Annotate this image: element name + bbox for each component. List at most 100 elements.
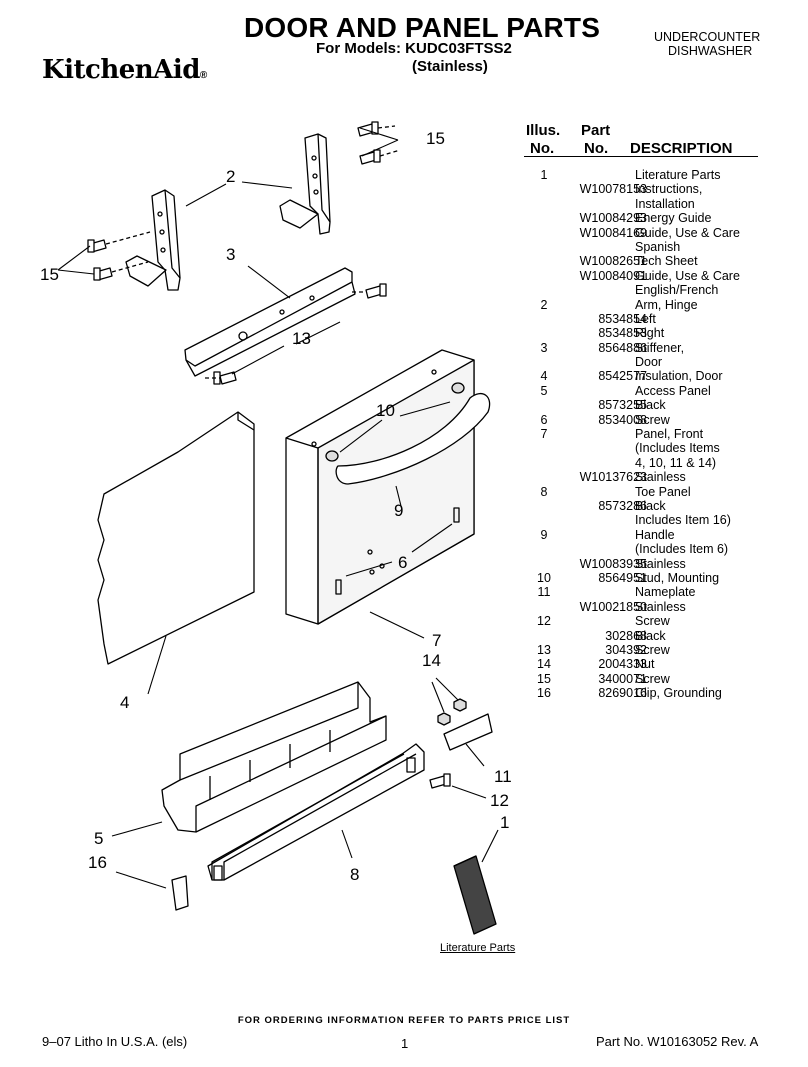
table-row: English/French xyxy=(520,283,790,297)
part-description: Stud, Mounting xyxy=(635,570,720,585)
ordering-note: FOR ORDERING INFORMATION REFER TO PARTS … xyxy=(237,1015,571,1026)
part-description: Screw xyxy=(635,614,670,629)
toe-panel xyxy=(207,743,425,881)
model-variant: (Stainless) xyxy=(412,58,488,75)
hinge-arm-right xyxy=(279,133,331,235)
part-description: Stainless xyxy=(635,470,686,485)
nuts-14 xyxy=(437,698,467,726)
page-number: 1 xyxy=(401,1036,409,1051)
part-description: Includes Item 16) xyxy=(635,513,731,528)
callout-3: 3 xyxy=(226,245,235,264)
screws-15 xyxy=(87,121,381,281)
part-number: W10084091 xyxy=(579,268,647,283)
callout-7: 7 xyxy=(432,631,441,650)
part-description: Black xyxy=(635,498,666,513)
part-number: 8542577 xyxy=(598,369,647,384)
part-description: Stiffener, xyxy=(635,340,685,355)
callout-1: 1 xyxy=(500,813,509,832)
part-number: 8269016 xyxy=(598,686,647,701)
part-description: Nameplate xyxy=(635,585,696,600)
screw-12 xyxy=(429,773,451,789)
col-header-illus-no: No. xyxy=(530,140,555,157)
door-handle xyxy=(335,393,491,485)
callout-16: 16 xyxy=(88,853,107,872)
door-stiffener xyxy=(184,267,356,377)
access-panel xyxy=(161,681,387,833)
part-number: 304392 xyxy=(605,642,647,657)
part-number: W10137623 xyxy=(579,470,647,485)
part-description: Screw xyxy=(635,412,670,427)
front-panel xyxy=(285,349,475,625)
leader-lines xyxy=(57,127,499,889)
table-row: (Includes Item 6) xyxy=(520,542,790,556)
callout-2: 2 xyxy=(226,167,235,186)
category-line-2: DISHWASHER xyxy=(668,44,753,58)
model-number: For Models: KUDC03FTSS2 xyxy=(316,40,512,57)
part-description: Access Panel xyxy=(635,383,711,398)
part-description: Clip, Grounding xyxy=(635,686,722,701)
illus-number: 2 xyxy=(540,297,548,312)
table-row: Spanish xyxy=(520,240,790,254)
screws-6 xyxy=(335,507,460,595)
table-header-rule xyxy=(524,156,758,157)
part-number: 302868 xyxy=(605,628,647,643)
part-description: Instructions, xyxy=(635,182,703,197)
col-header-illus: Illus. xyxy=(526,122,561,139)
illus-number: 12 xyxy=(537,614,551,629)
col-header-part: Part xyxy=(581,122,611,139)
part-number: 8564886 xyxy=(598,340,647,355)
callout-6: 6 xyxy=(398,553,407,572)
callout-10: 10 xyxy=(376,401,395,420)
part-description: Black xyxy=(635,628,666,643)
nameplate xyxy=(443,713,493,751)
part-number: 8573255 xyxy=(598,398,647,413)
illus-number: 6 xyxy=(540,412,548,427)
page-title: DOOR AND PANEL PARTS xyxy=(244,12,601,43)
part-description: Toe Panel xyxy=(635,484,691,499)
table-row: (Includes Items xyxy=(520,441,790,455)
part-description: Left xyxy=(635,311,656,326)
part-description: (Includes Items xyxy=(635,441,720,456)
screws-13 xyxy=(213,283,387,385)
part-description: Black xyxy=(635,398,666,413)
col-header-part-no: No. xyxy=(584,140,609,157)
part-number: W10021850 xyxy=(579,599,647,614)
part-number: W10078153 xyxy=(579,182,647,197)
table-row: Includes Item 16) xyxy=(520,513,790,527)
illus-number: 14 xyxy=(537,657,551,672)
literature-parts xyxy=(453,855,497,935)
brand-name: KitchenAid xyxy=(42,55,200,85)
part-description: Stainless xyxy=(635,599,686,614)
part-description: (Includes Item 6) xyxy=(635,542,729,557)
callout-9: 9 xyxy=(394,501,403,520)
registered-mark: ® xyxy=(199,70,207,81)
grounding-clip xyxy=(171,875,189,911)
part-description: Stainless xyxy=(635,556,686,571)
part-description: English/French xyxy=(635,283,719,298)
illus-number: 15 xyxy=(537,671,551,686)
part-number: 2004333 xyxy=(598,657,647,672)
exploded-parts-diagram: 15 2 3 15 13 10 9 6 7 14 4 11 12 1 5 16 … xyxy=(40,121,512,935)
part-number: 8534854 xyxy=(598,311,647,326)
part-description: Insulation, Door xyxy=(635,369,723,384)
part-number: 8573286 xyxy=(598,498,647,513)
mounting-studs xyxy=(325,382,465,462)
callout-14: 14 xyxy=(422,651,441,670)
callout-4: 4 xyxy=(120,693,129,712)
part-description: Energy Guide xyxy=(635,211,712,226)
